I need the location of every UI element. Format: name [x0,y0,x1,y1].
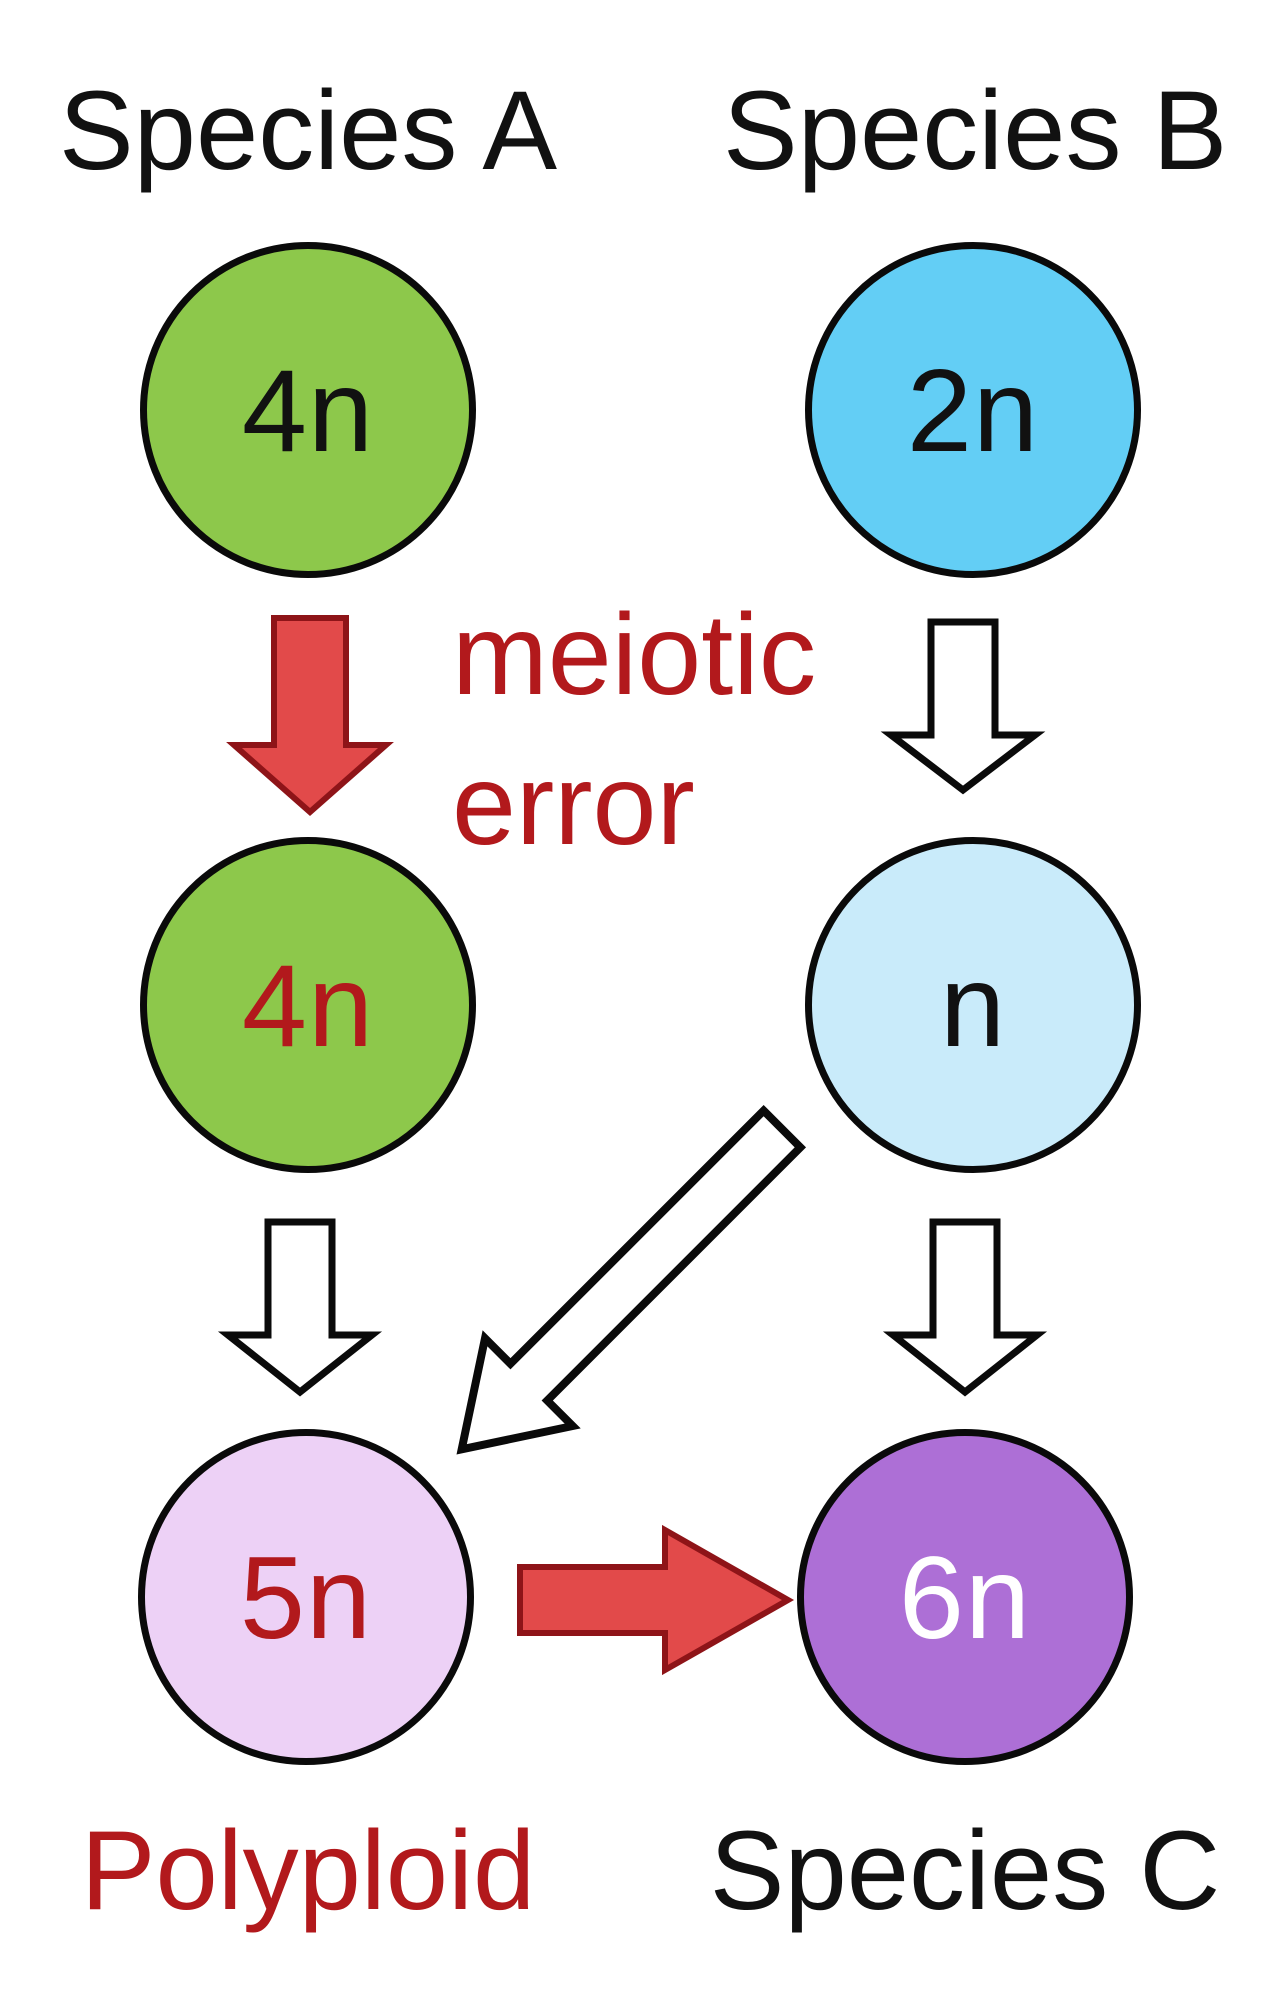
node-label-4n-gamete: 4n [241,939,375,1071]
node-label-4n-top: 4n [241,344,375,476]
species-b-2n-node: 2n [805,242,1141,578]
gamete-n-node: n [805,837,1141,1173]
meiosis-white-down-arrow-b [880,618,1046,795]
white-down-arrow-4n-to-5n [217,1218,383,1397]
species-c-label: Species C [709,1808,1221,1933]
species-b-label: Species B [723,68,1228,193]
node-label-2n: 2n [906,344,1040,476]
meiotic-error-line1: meiotic [452,591,817,719]
white-down-arrow-n-to-6n [882,1218,1048,1397]
node-label-5n: 5n [239,1531,373,1663]
species-c-6n-node: 6n [797,1429,1133,1765]
meiotic-error-annotation: meiotic error [452,580,816,880]
node-label-6n: 6n [898,1531,1032,1663]
species-a-label: Species A [58,68,558,193]
meiotic-error-red-down-arrow [226,615,394,816]
red-right-arrow-5n-to-6n [517,1524,795,1676]
gamete-4n-node: 4n [140,837,476,1173]
species-a-4n-node: 4n [140,242,476,578]
meiotic-error-line2: error [452,741,695,869]
diagonal-white-arrow-n-to-5n [456,1104,807,1455]
polyploid-5n-node: 5n [138,1429,474,1765]
node-label-n-gamete: n [939,939,1007,1071]
diagonal-white-arrow-shape [456,1104,807,1455]
polyploid-label: Polyploid [80,1808,536,1933]
